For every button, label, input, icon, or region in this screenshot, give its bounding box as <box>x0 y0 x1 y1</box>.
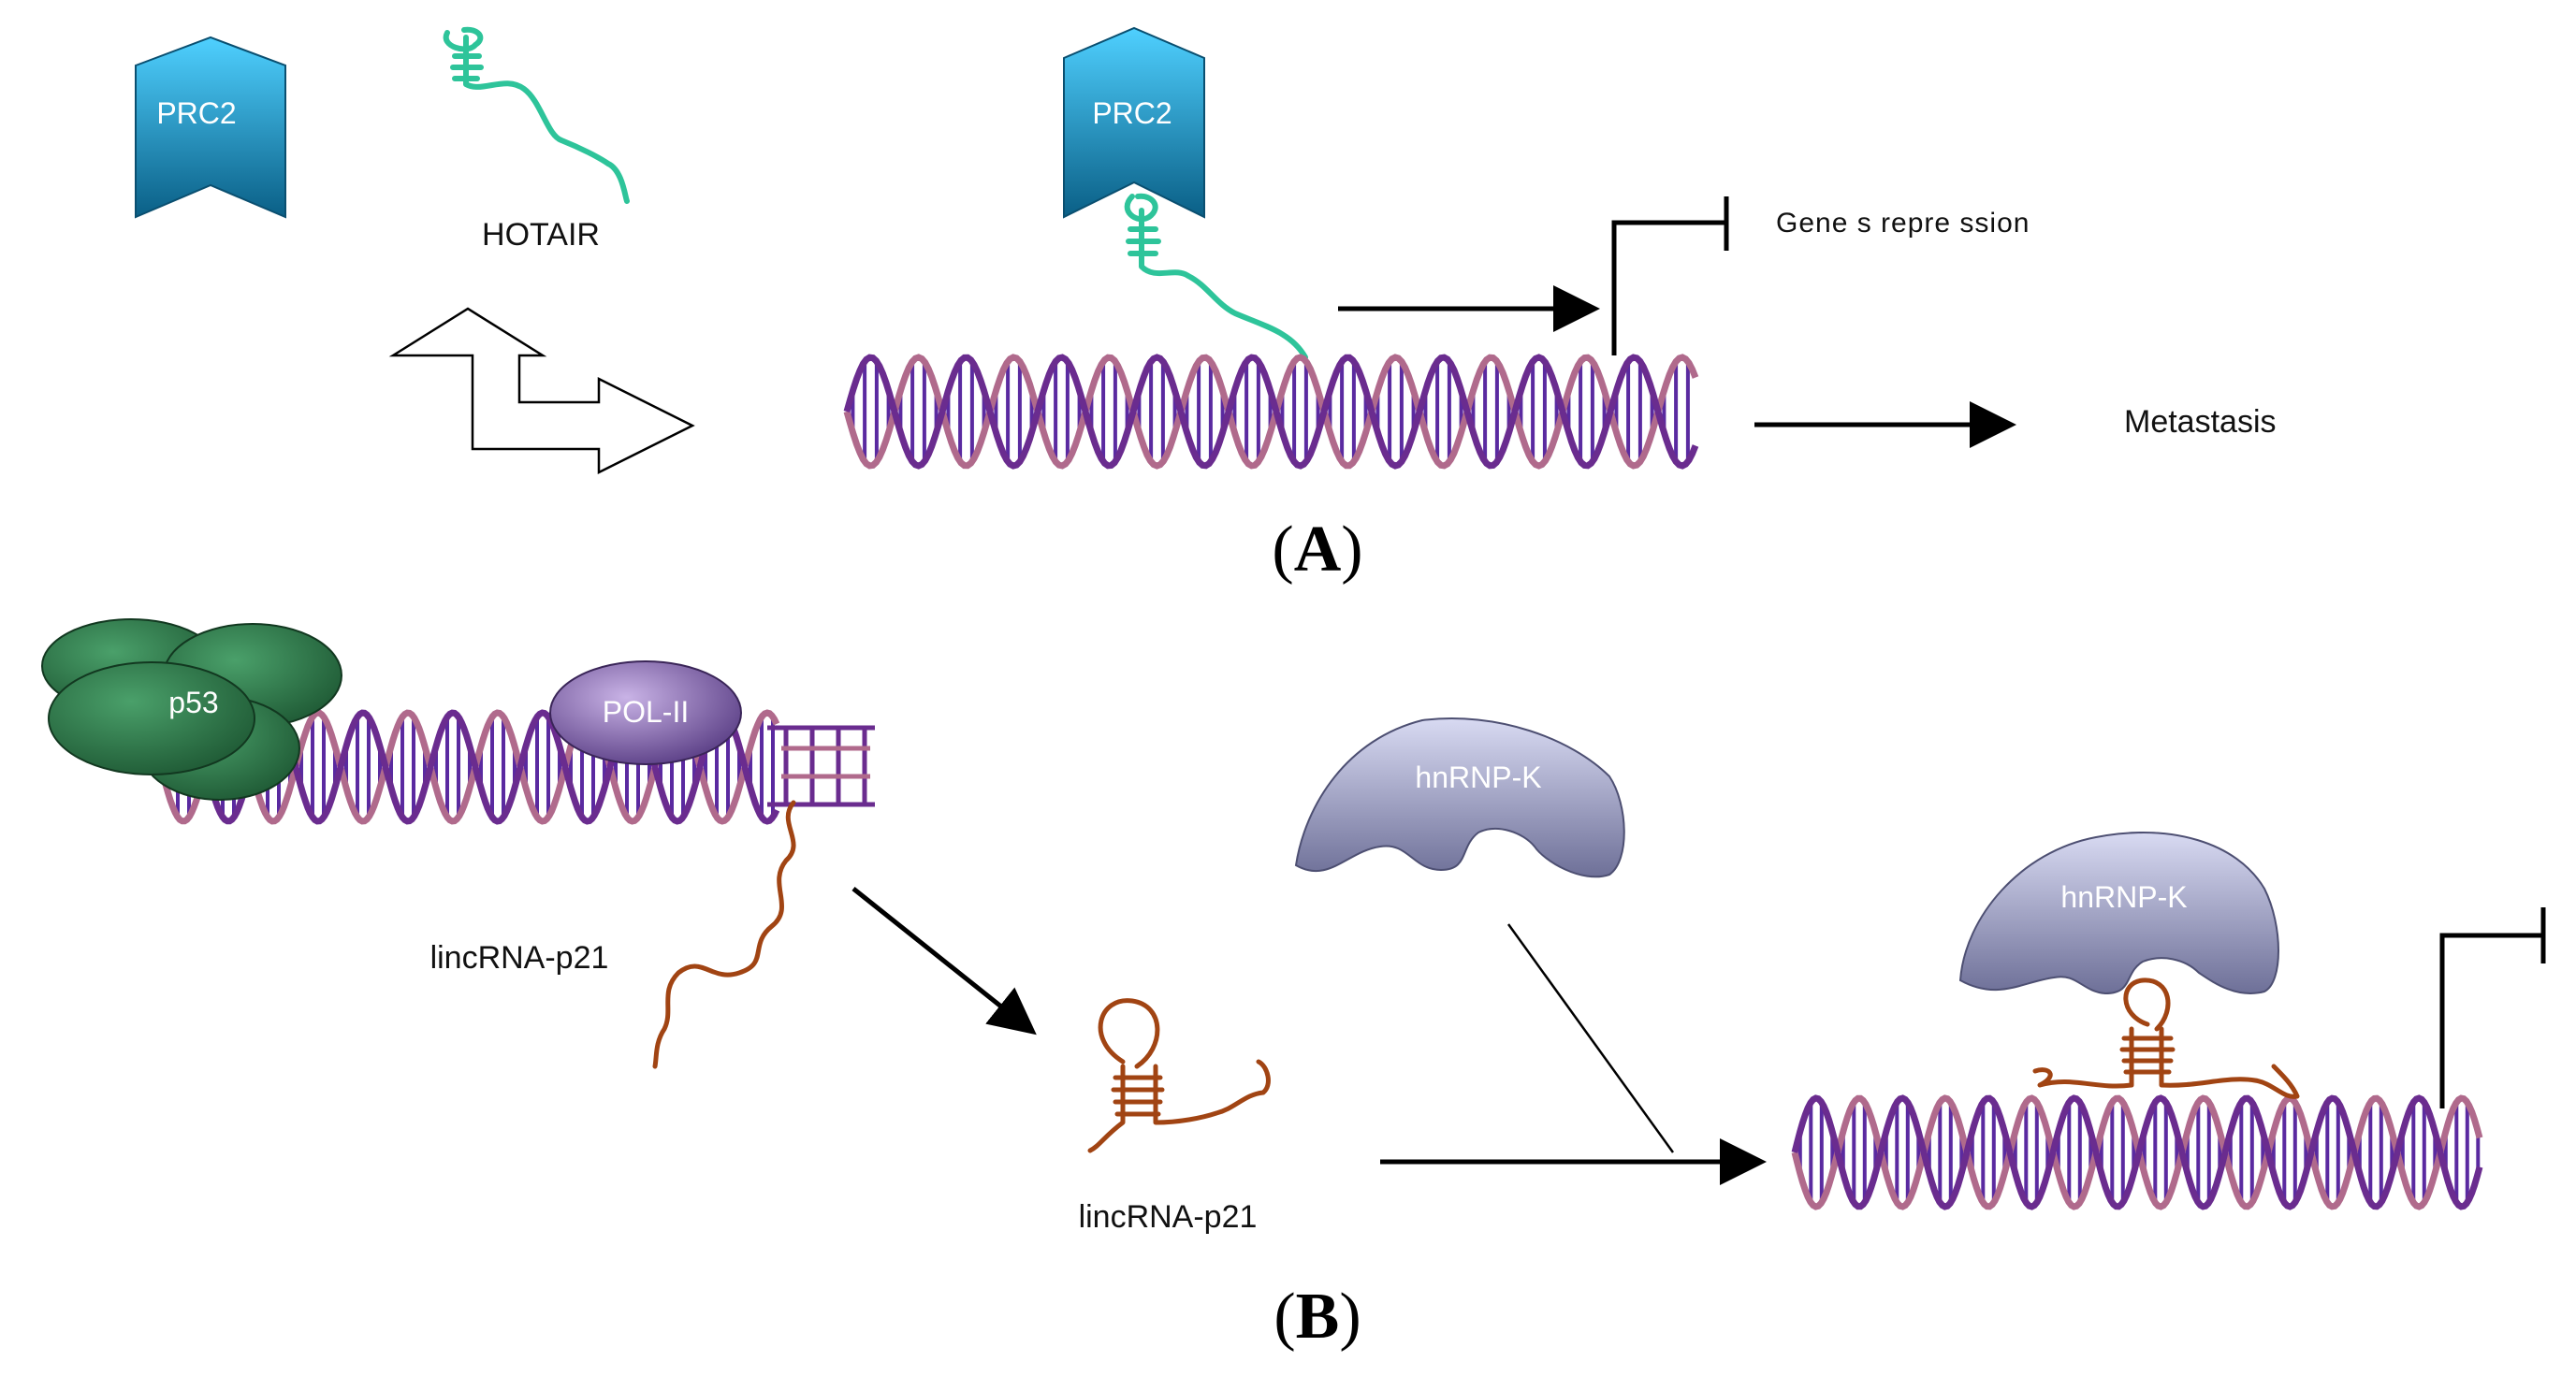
hnrnpk-bound: hnRNP-K <box>1958 832 2279 995</box>
dna-bubble <box>767 725 875 807</box>
dna-strand <box>843 354 1699 470</box>
pol2-complex: POL-II <box>549 660 742 765</box>
p53-complex: p53 <box>41 618 342 801</box>
lincrna-label-2: lincRNA-p21 <box>1079 1199 1258 1235</box>
hotair-rna-strand <box>443 26 630 204</box>
dna-helix-a <box>843 354 1699 470</box>
arrow-release <box>851 887 1037 1036</box>
metastasis-label: Metastasis <box>2124 404 2277 440</box>
association-arrow <box>388 307 695 475</box>
lincrna-nascent <box>652 800 796 1069</box>
p53-label: p53 <box>168 686 218 719</box>
hotair-label: HOTAIR <box>482 217 600 253</box>
hotair-rna-free: HOTAIR <box>443 26 630 253</box>
convergence-line <box>1506 923 1675 1153</box>
hotair-rna-bound <box>1124 193 1308 360</box>
panel-a-label: (A) <box>1272 514 1362 586</box>
hnrnpk-free-label: hnRNP-K <box>1415 760 1541 794</box>
prc2-free-label: PRC2 <box>156 96 236 130</box>
gene-repression-label: Gene s repre ssion <box>1776 208 2030 239</box>
repression-symbol <box>1611 196 1729 355</box>
prc2-bound: PRC2 <box>1063 26 1205 219</box>
hnrnpk-free: hnRNP-K <box>1294 717 1625 878</box>
pol2-label: POL-II <box>603 695 689 729</box>
panel-a: PRC2 HOTAIR PRC2 Gene s repre ssion Meta… <box>135 26 2277 586</box>
lincrna-label-1: lincRNA-p21 <box>430 940 609 976</box>
repression-symbol-b <box>2439 907 2546 1108</box>
hnrnpk-bound-label: hnRNP-K <box>2060 880 2187 914</box>
panel-b: p53 POL-II lincRNA-p21 lincRNA-p21 hnRNP… <box>41 618 2546 1353</box>
dna-strand <box>843 354 1699 470</box>
lincrna-released <box>1087 998 1271 1153</box>
dna-helix-b2 <box>1791 1094 2483 1210</box>
lincrna-bound <box>2032 978 2300 1099</box>
prc2-bound-shape <box>1063 26 1205 219</box>
dna-strand <box>1791 1094 2483 1210</box>
dna-strand <box>1791 1094 2483 1210</box>
panel-b-label: (B) <box>1273 1281 1361 1353</box>
prc2-free: PRC2 <box>135 36 286 219</box>
prc2-bound-label: PRC2 <box>1092 96 1172 130</box>
prc2-free-shape <box>135 36 286 219</box>
